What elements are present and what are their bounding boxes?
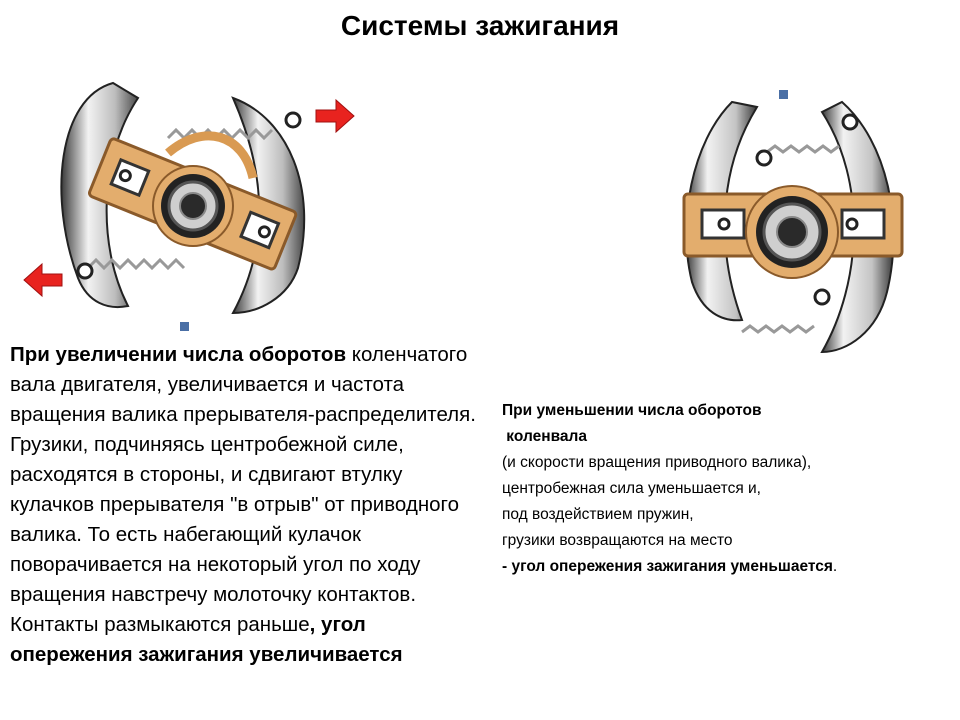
decrease-rpm-description: При уменьшении числа оборотов коленвала … [502, 398, 960, 580]
decrease-conclusion-period: . [832, 558, 838, 575]
decrease-line: грузики возвращаются на место [502, 532, 733, 549]
increase-body: коленчатого вала двигателя, увеличиваетс… [10, 343, 476, 636]
marker-square [180, 322, 189, 331]
increase-rpm-description: При увеличении числа оборотов коленчатог… [10, 340, 480, 670]
decrease-conclusion: - угол опережения зажигания уменьшается [502, 558, 833, 575]
decrease-heading-2: коленвала [502, 428, 587, 445]
marker-square [779, 90, 788, 99]
increase-heading: При увеличении числа оборотов [10, 343, 347, 366]
decrease-line: (и скорости вращения приводного валика), [502, 454, 812, 471]
decrease-heading: При уменьшении числа оборотов [502, 402, 762, 419]
advance-mechanism-diverged-image [23, 81, 355, 315]
advance-mechanism-retracted-image [682, 100, 904, 354]
page-title: Системы зажигания [340, 10, 620, 41]
decrease-line: под воздействием пружин, [502, 506, 694, 523]
increase-conclusion: , угол опережения зажигания увеличиваетс… [10, 613, 403, 666]
decrease-line: центробежная сила уменьшается и, [502, 480, 761, 497]
